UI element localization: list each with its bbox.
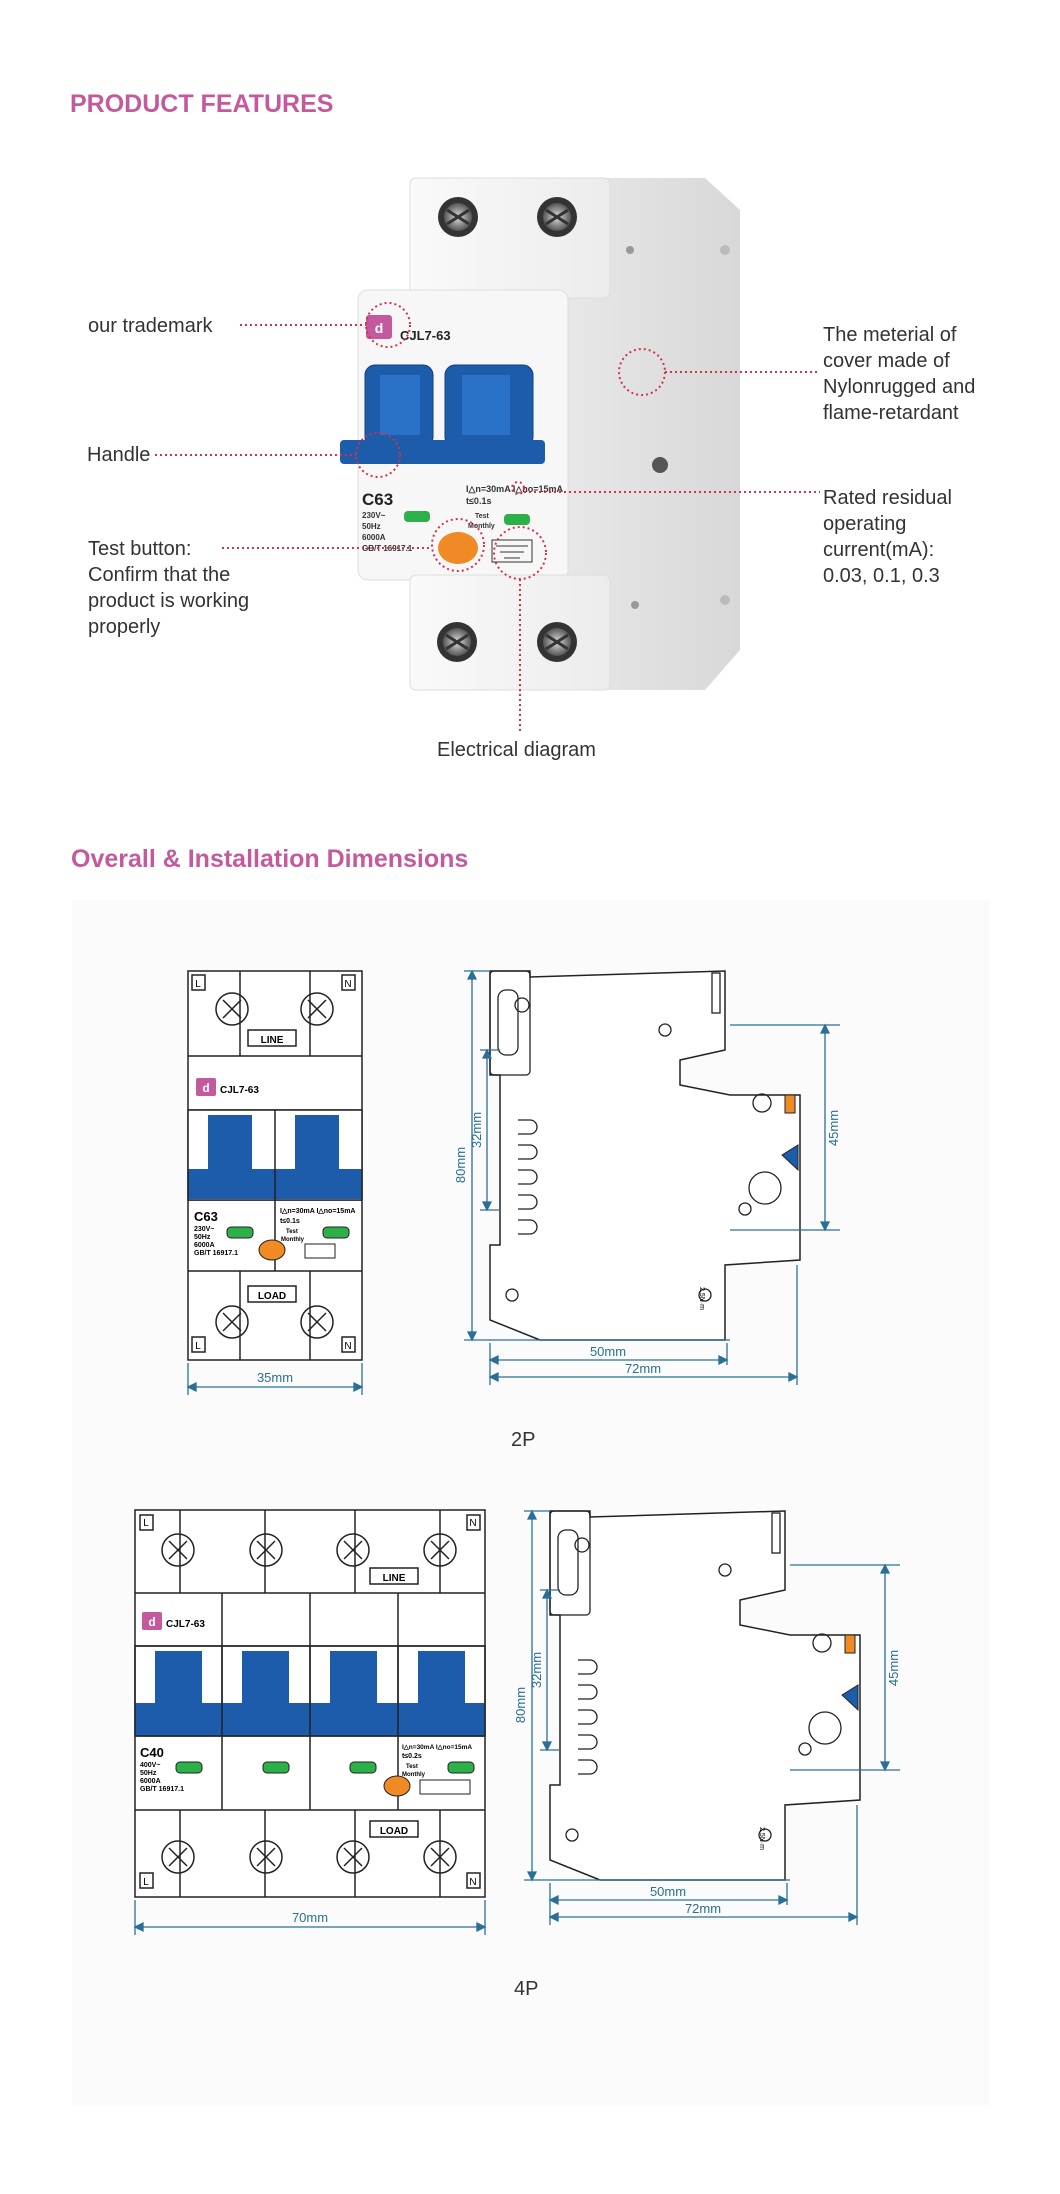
- monthly-label: Monthly: [281, 1237, 305, 1243]
- spec-line: 230V~: [362, 511, 386, 520]
- monthly-label: Monthly: [402, 1772, 426, 1778]
- test-label: Test: [286, 1229, 298, 1235]
- depth2-dimension: 72mm: [685, 1901, 721, 1916]
- svg-text:d: d: [202, 1081, 209, 1095]
- callout-markers: [155, 302, 820, 733]
- time-label: t≤0.1s: [280, 1218, 300, 1225]
- height-dimension: 80mm: [513, 1687, 528, 1723]
- terminal-l: L: [143, 1518, 149, 1529]
- callout-test-button: Test button: Confirm that the product is…: [88, 538, 250, 638]
- trademark-logo: [366, 315, 392, 339]
- test-label: Test: [475, 513, 490, 520]
- inner-dimension: 32mm: [529, 1652, 544, 1688]
- model-label: CJL7-63: [166, 1619, 205, 1630]
- line-label: LINE: [261, 1035, 284, 1046]
- screw-icon: [437, 622, 477, 662]
- right-dimension: 45mm: [886, 1650, 901, 1686]
- terminal-l: L: [195, 979, 201, 990]
- spec-line: 230V~: [194, 1226, 214, 1233]
- indicator-right: [504, 514, 530, 525]
- breaker-side: [560, 178, 740, 690]
- terminal-n: N: [344, 979, 351, 990]
- screw-icon: [537, 197, 577, 237]
- model-label: CJL7-63: [220, 1085, 259, 1096]
- trademark-logo: [196, 1078, 216, 1096]
- rating-label: C63: [194, 1209, 218, 1224]
- trademark-logo: [142, 1612, 162, 1630]
- right-dimension: 45mm: [826, 1110, 841, 1146]
- test-label: Test: [406, 1764, 418, 1770]
- time-label: t≤0.2s: [402, 1753, 422, 1760]
- rating-label: C40: [140, 1745, 164, 1760]
- load-label: LOAD: [258, 1291, 286, 1302]
- depth2-dimension: 72mm: [625, 1361, 661, 1376]
- drawing-4p-side: 2.5N·m 80mm 32mm 45mm 50mm 72mm: [513, 1509, 901, 1925]
- callout-cover-material: The meterial of cover made of Nylonrugge…: [823, 324, 976, 424]
- line-label: LINE: [383, 1573, 406, 1584]
- width-dimension: 35mm: [257, 1370, 293, 1385]
- terminal-n: N: [469, 1518, 476, 1529]
- screw-icon: [537, 622, 577, 662]
- handle-bar: [340, 440, 545, 464]
- load-label: LOAD: [380, 1826, 408, 1837]
- dimensions-heading: Overall & Installation Dimensions: [71, 845, 469, 873]
- depth1-dimension: 50mm: [650, 1884, 686, 1899]
- spec-line: 50Hz: [194, 1234, 211, 1241]
- depth1-dimension: 50mm: [590, 1344, 626, 1359]
- product-photo: d CJL7-63 C63 230V~ 50Hz 6000A GB/T 1691…: [155, 177, 820, 733]
- callout-handle: Handle: [87, 444, 151, 466]
- svg-text:d: d: [148, 1615, 155, 1629]
- drawing-4p-front: LINE LOAD L N L N d CJL7-63 C40 400V~ 50…: [133, 1509, 487, 1935]
- residual-label: I△n=30mA I△no=15mA: [280, 1208, 355, 1215]
- torque-label: 2.5N·m: [758, 1827, 765, 1850]
- svg-text:d: d: [375, 320, 384, 336]
- monthly-label: Monthly: [468, 523, 495, 530]
- drawing-2p-side: 2.5N·m 80mm 32mm 45mm 50mm 72mm: [453, 969, 841, 1385]
- callout-trademark: our trademark: [88, 315, 213, 337]
- spec-line: GB/T 16917.1: [140, 1786, 184, 1793]
- width-dimension: 70mm: [292, 1910, 328, 1925]
- residual-label: I△n=30mA I△no=15mA: [466, 484, 564, 494]
- top-terminal-block: [409, 177, 611, 299]
- callout-electrical-diagram: Electrical diagram: [437, 739, 596, 761]
- indicator-left: [404, 511, 430, 522]
- spec-line: 6000A: [140, 1778, 161, 1785]
- height-dimension: 80mm: [453, 1147, 468, 1183]
- terminal-l: L: [143, 1877, 149, 1888]
- spec-line: 6000A: [362, 533, 386, 542]
- callout-residual-current: Rated residual operating current(mA): 0.…: [823, 487, 952, 587]
- torque-label: 2.5N·m: [698, 1287, 705, 1310]
- terminal-n: N: [469, 1877, 476, 1888]
- inner-dimension: 32mm: [469, 1112, 484, 1148]
- spec-line: 50Hz: [140, 1770, 157, 1777]
- spec-line: GB/T 16917.1: [194, 1250, 238, 1257]
- electrical-diagram-icon: [491, 539, 533, 563]
- features-heading: PRODUCT FEATURES: [70, 90, 334, 118]
- test-button[interactable]: [438, 532, 478, 564]
- product-rating: C63: [362, 490, 393, 509]
- drawing-2p-front: LINE LOAD L N L N d CJL7-63 C63 230V~ 50…: [186, 970, 364, 1395]
- caption-4p: 4P: [514, 1978, 539, 2000]
- terminal-n: N: [344, 1341, 351, 1352]
- spec-line: 50Hz: [362, 522, 381, 531]
- screw-icon: [438, 197, 478, 237]
- residual-label: I△n=30mA I△no=15mA: [402, 1744, 472, 1751]
- spec-line: 400V~: [140, 1762, 160, 1769]
- caption-2p: 2P: [511, 1429, 536, 1451]
- time-label: t≤0.1s: [466, 496, 491, 506]
- product-model: CJL7-63: [400, 328, 451, 343]
- spec-line: 6000A: [194, 1242, 215, 1249]
- terminal-l: L: [195, 1341, 201, 1352]
